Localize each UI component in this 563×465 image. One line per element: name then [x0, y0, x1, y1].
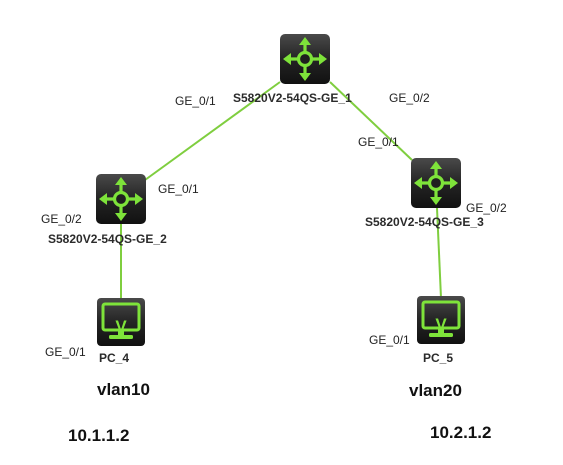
port-label-sw2-down: GE_0/2: [41, 212, 82, 226]
switch-icon: [409, 156, 463, 210]
ip-label-left: 10.1.1.2: [68, 426, 129, 445]
ip-label-right: 10.2.1.2: [430, 423, 491, 442]
port-label-sw1-right: GE_0/2: [389, 91, 430, 105]
port-label-sw1-left: GE_0/1: [175, 94, 216, 108]
switch-sw1[interactable]: S5820V2-54QS-GE_1: [233, 32, 352, 105]
port-label-pc4: GE_0/1: [45, 345, 86, 359]
port-label-sw3-up: GE_0/1: [358, 135, 399, 149]
switch-sw2[interactable]: S5820V2-54QS-GE_2: [48, 172, 167, 246]
vlan-label-left: vlan10: [97, 380, 150, 399]
link-sw3-pc5: [436, 207, 442, 299]
switch-icon: [278, 32, 332, 86]
device-name-sw1: S5820V2-54QS-GE_1: [233, 91, 352, 105]
vlan-label-right: vlan20: [409, 381, 462, 400]
device-name-sw2: S5820V2-54QS-GE_2: [48, 232, 167, 246]
pc4-glyph: V: [115, 317, 127, 336]
device-name-pc4: PC_4: [99, 351, 129, 365]
pc5-glyph: V: [435, 315, 447, 334]
switch-icon: [94, 172, 148, 226]
switch-sw3[interactable]: S5820V2-54QS-GE_3: [365, 156, 484, 229]
link-sw1-sw3: [329, 81, 413, 161]
link-sw1-sw2: [144, 81, 281, 181]
port-label-sw3-down: GE_0/2: [466, 201, 507, 215]
port-label-sw2-up: GE_0/1: [158, 182, 199, 196]
pc-pc4[interactable]: V PC_4: [95, 296, 147, 365]
device-name-pc5: PC_5: [423, 351, 453, 365]
pc-pc5[interactable]: V PC_5: [415, 294, 467, 365]
port-label-pc5: GE_0/1: [369, 333, 410, 347]
device-name-sw3: S5820V2-54QS-GE_3: [365, 215, 484, 229]
